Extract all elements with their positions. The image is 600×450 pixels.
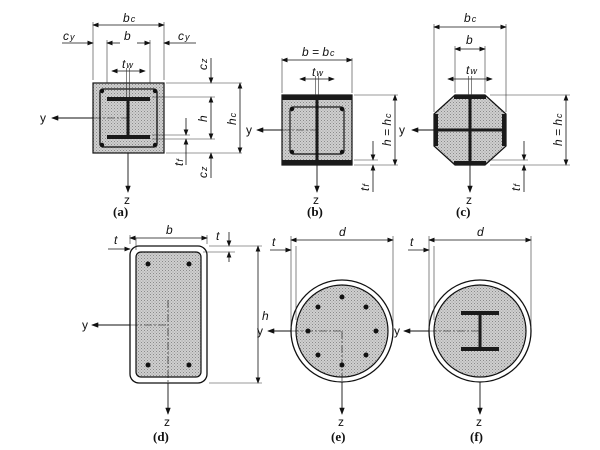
- section-b-partially-encased: b = bc tw h = hc tf y z (b): [246, 45, 398, 219]
- caption-c: (c): [456, 204, 470, 219]
- label-t: t: [272, 235, 276, 249]
- label-h-eq-hc: h = hc: [551, 113, 565, 146]
- axis-label-z: z: [164, 415, 170, 429]
- label-cz-bottom: cz: [196, 166, 210, 178]
- label-cy-right: cy: [178, 29, 190, 43]
- label-t: t: [410, 235, 414, 249]
- label-h: h: [196, 115, 210, 122]
- label-h: h: [262, 309, 269, 323]
- axis-label-y: y: [246, 123, 252, 137]
- rebars: [99, 88, 158, 148]
- label-h-eq-hc: h = hc: [380, 113, 394, 146]
- axis-label-y: y: [394, 324, 400, 338]
- rebars: [145, 261, 192, 368]
- label-t-top: t: [216, 229, 220, 243]
- label-tf: tf: [358, 183, 372, 191]
- label-tf: tf: [172, 158, 186, 166]
- label-bc: bc: [123, 11, 136, 25]
- label-cy-left: cy: [63, 29, 75, 43]
- label-tw: tw: [122, 57, 133, 71]
- label-d: d: [477, 225, 484, 239]
- label-tw: tw: [466, 63, 477, 77]
- label-d: d: [339, 225, 346, 239]
- steel-cruciform: [434, 95, 506, 165]
- caption-d: (d): [153, 429, 169, 444]
- axis-label-z: z: [124, 193, 130, 207]
- section-e-filled-circular-tube: d t y z (e): [257, 225, 394, 444]
- caption-e: (e): [331, 429, 345, 444]
- label-bc: bc: [464, 11, 477, 25]
- caption-a: (a): [113, 204, 128, 219]
- steel-i-section: [461, 311, 499, 351]
- axis-label-y: y: [40, 111, 46, 125]
- axis-label-z: z: [313, 193, 319, 207]
- axis-label-z: z: [476, 415, 482, 429]
- label-b-eq-bc: b = bc: [302, 45, 335, 59]
- section-f-filled-tube-with-i-section: d t y z (f): [394, 225, 532, 444]
- label-tw: tw: [312, 65, 323, 79]
- concrete-core: [135, 251, 202, 378]
- steel-i-section: [282, 95, 352, 165]
- rebars: [289, 106, 345, 155]
- axis-label-y: y: [399, 123, 405, 137]
- caption-b: (b): [307, 204, 323, 219]
- label-b: b: [466, 33, 473, 47]
- label-b: b: [124, 29, 131, 43]
- axis-label-z: z: [338, 415, 344, 429]
- label-cz-top: cz: [196, 58, 210, 70]
- axis-label-z: z: [466, 193, 472, 207]
- axis-label-y: y: [257, 324, 263, 338]
- section-c-cruciform: bc b tw h = hc tf y z (c): [399, 11, 570, 219]
- caption-f: (f): [470, 429, 483, 444]
- label-tf: tf: [509, 183, 523, 191]
- axis-label-y: y: [82, 318, 88, 332]
- label-b: b: [166, 223, 173, 237]
- label-hc: hc: [225, 112, 239, 125]
- section-d-filled-rectangular-tube: b t t h y z (d): [82, 223, 269, 444]
- section-a-encased-i-section: bc b cy cy tw cz h cz hc tf y z (a): [40, 11, 243, 219]
- label-t-left: t: [114, 233, 118, 247]
